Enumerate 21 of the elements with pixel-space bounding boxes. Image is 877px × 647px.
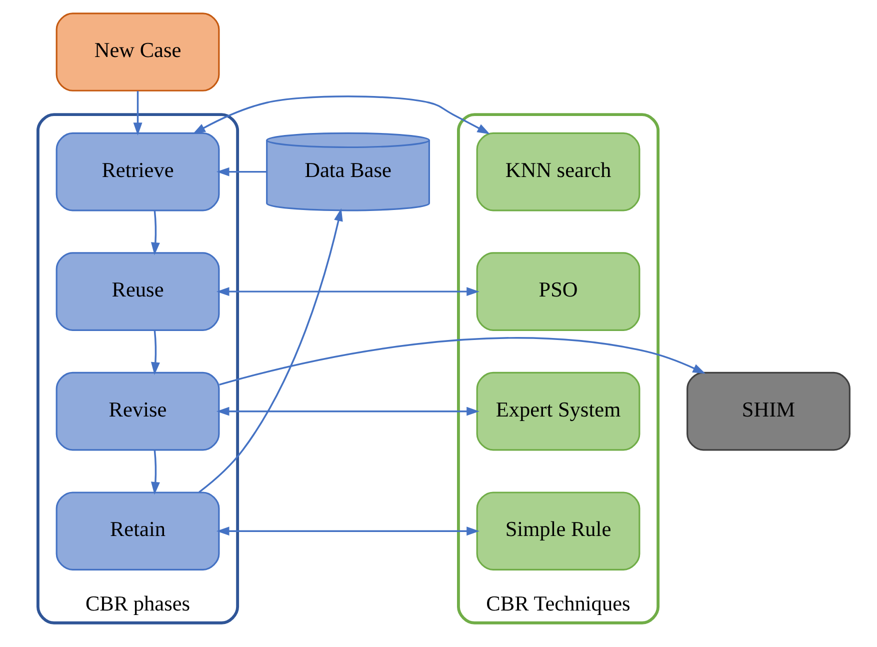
arrow (216, 406, 480, 416)
arrow (151, 210, 160, 256)
node-box: PSO (476, 252, 640, 331)
arrow (198, 208, 343, 493)
node-box: Reuse (56, 252, 220, 331)
node-box: Retrieve (56, 132, 220, 212)
arrow (151, 450, 160, 495)
arrow (133, 91, 142, 136)
arrow (216, 526, 480, 536)
arrow (219, 337, 706, 386)
node-box: Retain (56, 492, 220, 570)
node-box: Revise (56, 372, 220, 451)
node-box: SHIM (686, 372, 850, 451)
node-box: New Case (56, 12, 220, 92)
node-box: Expert System (476, 372, 640, 451)
node-box: KNN search (476, 132, 640, 212)
node-box: Simple Rule (476, 492, 640, 570)
arrow (192, 96, 490, 134)
arrow (151, 330, 160, 375)
arrow (216, 167, 266, 176)
arrow (216, 287, 480, 296)
